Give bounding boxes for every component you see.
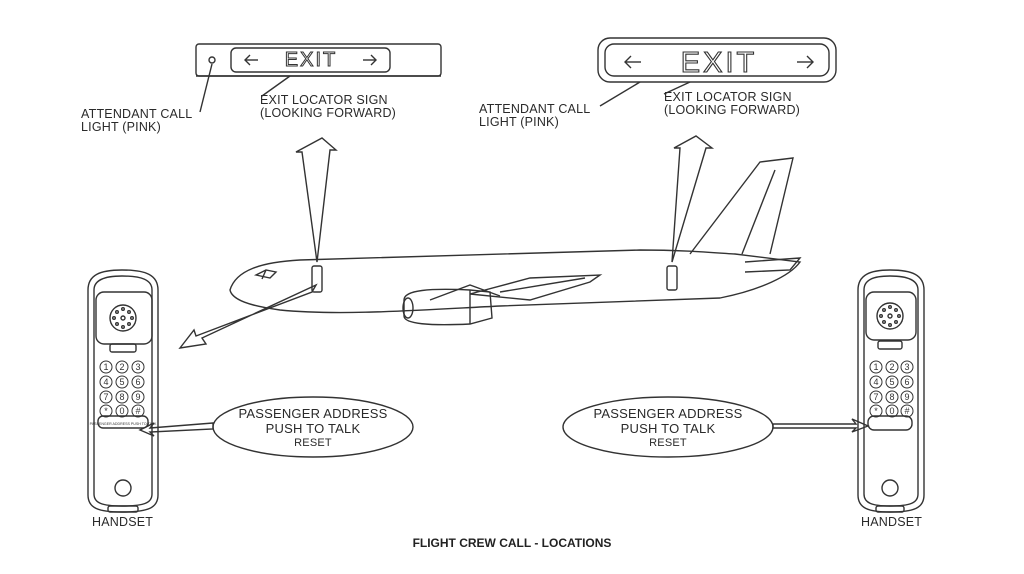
key-hash[interactable]: #: [904, 406, 909, 416]
left-arrow-icon: [244, 54, 258, 66]
callout-line: PUSH TO TALK: [620, 421, 716, 436]
label-line: EXIT LOCATOR SIGN: [260, 93, 388, 107]
right-callout: [562, 396, 870, 458]
key-1[interactable]: 1: [103, 362, 108, 372]
earpiece: [865, 291, 917, 341]
label-line: ATTENDANT CALL: [479, 102, 591, 116]
key-hash[interactable]: #: [135, 406, 140, 416]
key-star[interactable]: *: [104, 406, 108, 416]
label-line: LIGHT (PINK): [81, 120, 161, 134]
key-8[interactable]: 8: [119, 392, 124, 402]
left-passenger-address-callout: PASSENGER ADDRESS PUSH TO TALK RESET: [213, 406, 413, 451]
callout-line: PUSH TO TALK: [265, 421, 361, 436]
label-line: ATTENDANT CALL: [81, 107, 193, 121]
left-attendant-call-label: ATTENDANT CALL LIGHT (PINK): [81, 108, 192, 134]
key-6[interactable]: 6: [135, 377, 140, 387]
right-passenger-address-callout: PASSENGER ADDRESS PUSH TO TALK RESET: [563, 406, 773, 451]
right-exit-text: EXIT: [681, 47, 757, 79]
right-arrow-icon: [363, 54, 377, 66]
aft-door: [666, 265, 678, 291]
microphone: [881, 479, 899, 497]
airplane: [229, 157, 802, 326]
label-line: LIGHT (PINK): [479, 115, 559, 129]
right-arrow-icon: [797, 55, 814, 69]
right-attendant-call-label: ATTENDANT CALL LIGHT (PINK): [479, 103, 590, 129]
key-0[interactable]: 0: [119, 406, 124, 416]
key-9[interactable]: 9: [135, 392, 140, 402]
callout-line: PASSENGER ADDRESS: [593, 406, 743, 421]
key-1[interactable]: 1: [873, 362, 878, 372]
key-star[interactable]: *: [874, 406, 878, 416]
left-keypad: [99, 360, 145, 418]
key-2[interactable]: 2: [119, 362, 124, 372]
forward-door: [311, 265, 323, 293]
left-handset-label: HANDSET: [92, 515, 154, 529]
right-exit-sign: EXIT: [597, 37, 837, 107]
left-arrow-icon: [624, 55, 641, 69]
label-line: EXIT LOCATOR SIGN: [664, 90, 792, 104]
right-handset-label: HANDSET: [861, 515, 923, 529]
label-line: (LOOKING FORWARD): [664, 103, 801, 117]
left-exit-text: EXIT: [285, 49, 337, 71]
callout-line: PASSENGER ADDRESS: [238, 406, 388, 421]
key-7[interactable]: 7: [873, 392, 878, 402]
key-7[interactable]: 7: [103, 392, 108, 402]
push-to-talk-button[interactable]: [867, 415, 913, 431]
callout-reset: RESET: [294, 437, 332, 449]
key-6[interactable]: 6: [904, 377, 909, 387]
right-keypad: [869, 360, 914, 418]
handset-button-text: PASSENGER ADDRESS PUSH TO TALK: [90, 422, 157, 426]
forward-handset-pointer-arrow: [178, 283, 318, 349]
label-line: (LOOKING FORWARD): [260, 106, 397, 120]
left-handset-drawing: [87, 269, 159, 513]
right-exit-locator-label: EXIT LOCATOR SIGN (LOOKING FORWARD): [664, 91, 800, 117]
key-2[interactable]: 2: [889, 362, 894, 372]
key-5[interactable]: 5: [119, 377, 124, 387]
left-exit-locator-label: EXIT LOCATOR SIGN (LOOKING FORWARD): [260, 94, 396, 120]
left-exit-sign: EXIT: [195, 43, 442, 113]
diagram-caption: FLIGHT CREW CALL - LOCATIONS: [412, 536, 612, 550]
key-5[interactable]: 5: [889, 377, 894, 387]
left-attendant-call-light: [208, 56, 216, 64]
key-4[interactable]: 4: [103, 377, 108, 387]
earpiece: [95, 291, 153, 345]
left-callout: [138, 396, 414, 458]
right-handset-drawing: [857, 269, 925, 513]
key-3[interactable]: 3: [135, 362, 140, 372]
key-9[interactable]: 9: [904, 392, 909, 402]
key-4[interactable]: 4: [873, 377, 878, 387]
push-to-talk-button[interactable]: [97, 415, 149, 429]
microphone: [114, 479, 132, 497]
forward-sign-pointer-arrow: [295, 137, 338, 263]
key-8[interactable]: 8: [889, 392, 894, 402]
aft-sign-pointer-arrow: [671, 135, 715, 263]
callout-reset: RESET: [649, 437, 687, 449]
key-3[interactable]: 3: [904, 362, 909, 372]
key-0[interactable]: 0: [889, 406, 894, 416]
